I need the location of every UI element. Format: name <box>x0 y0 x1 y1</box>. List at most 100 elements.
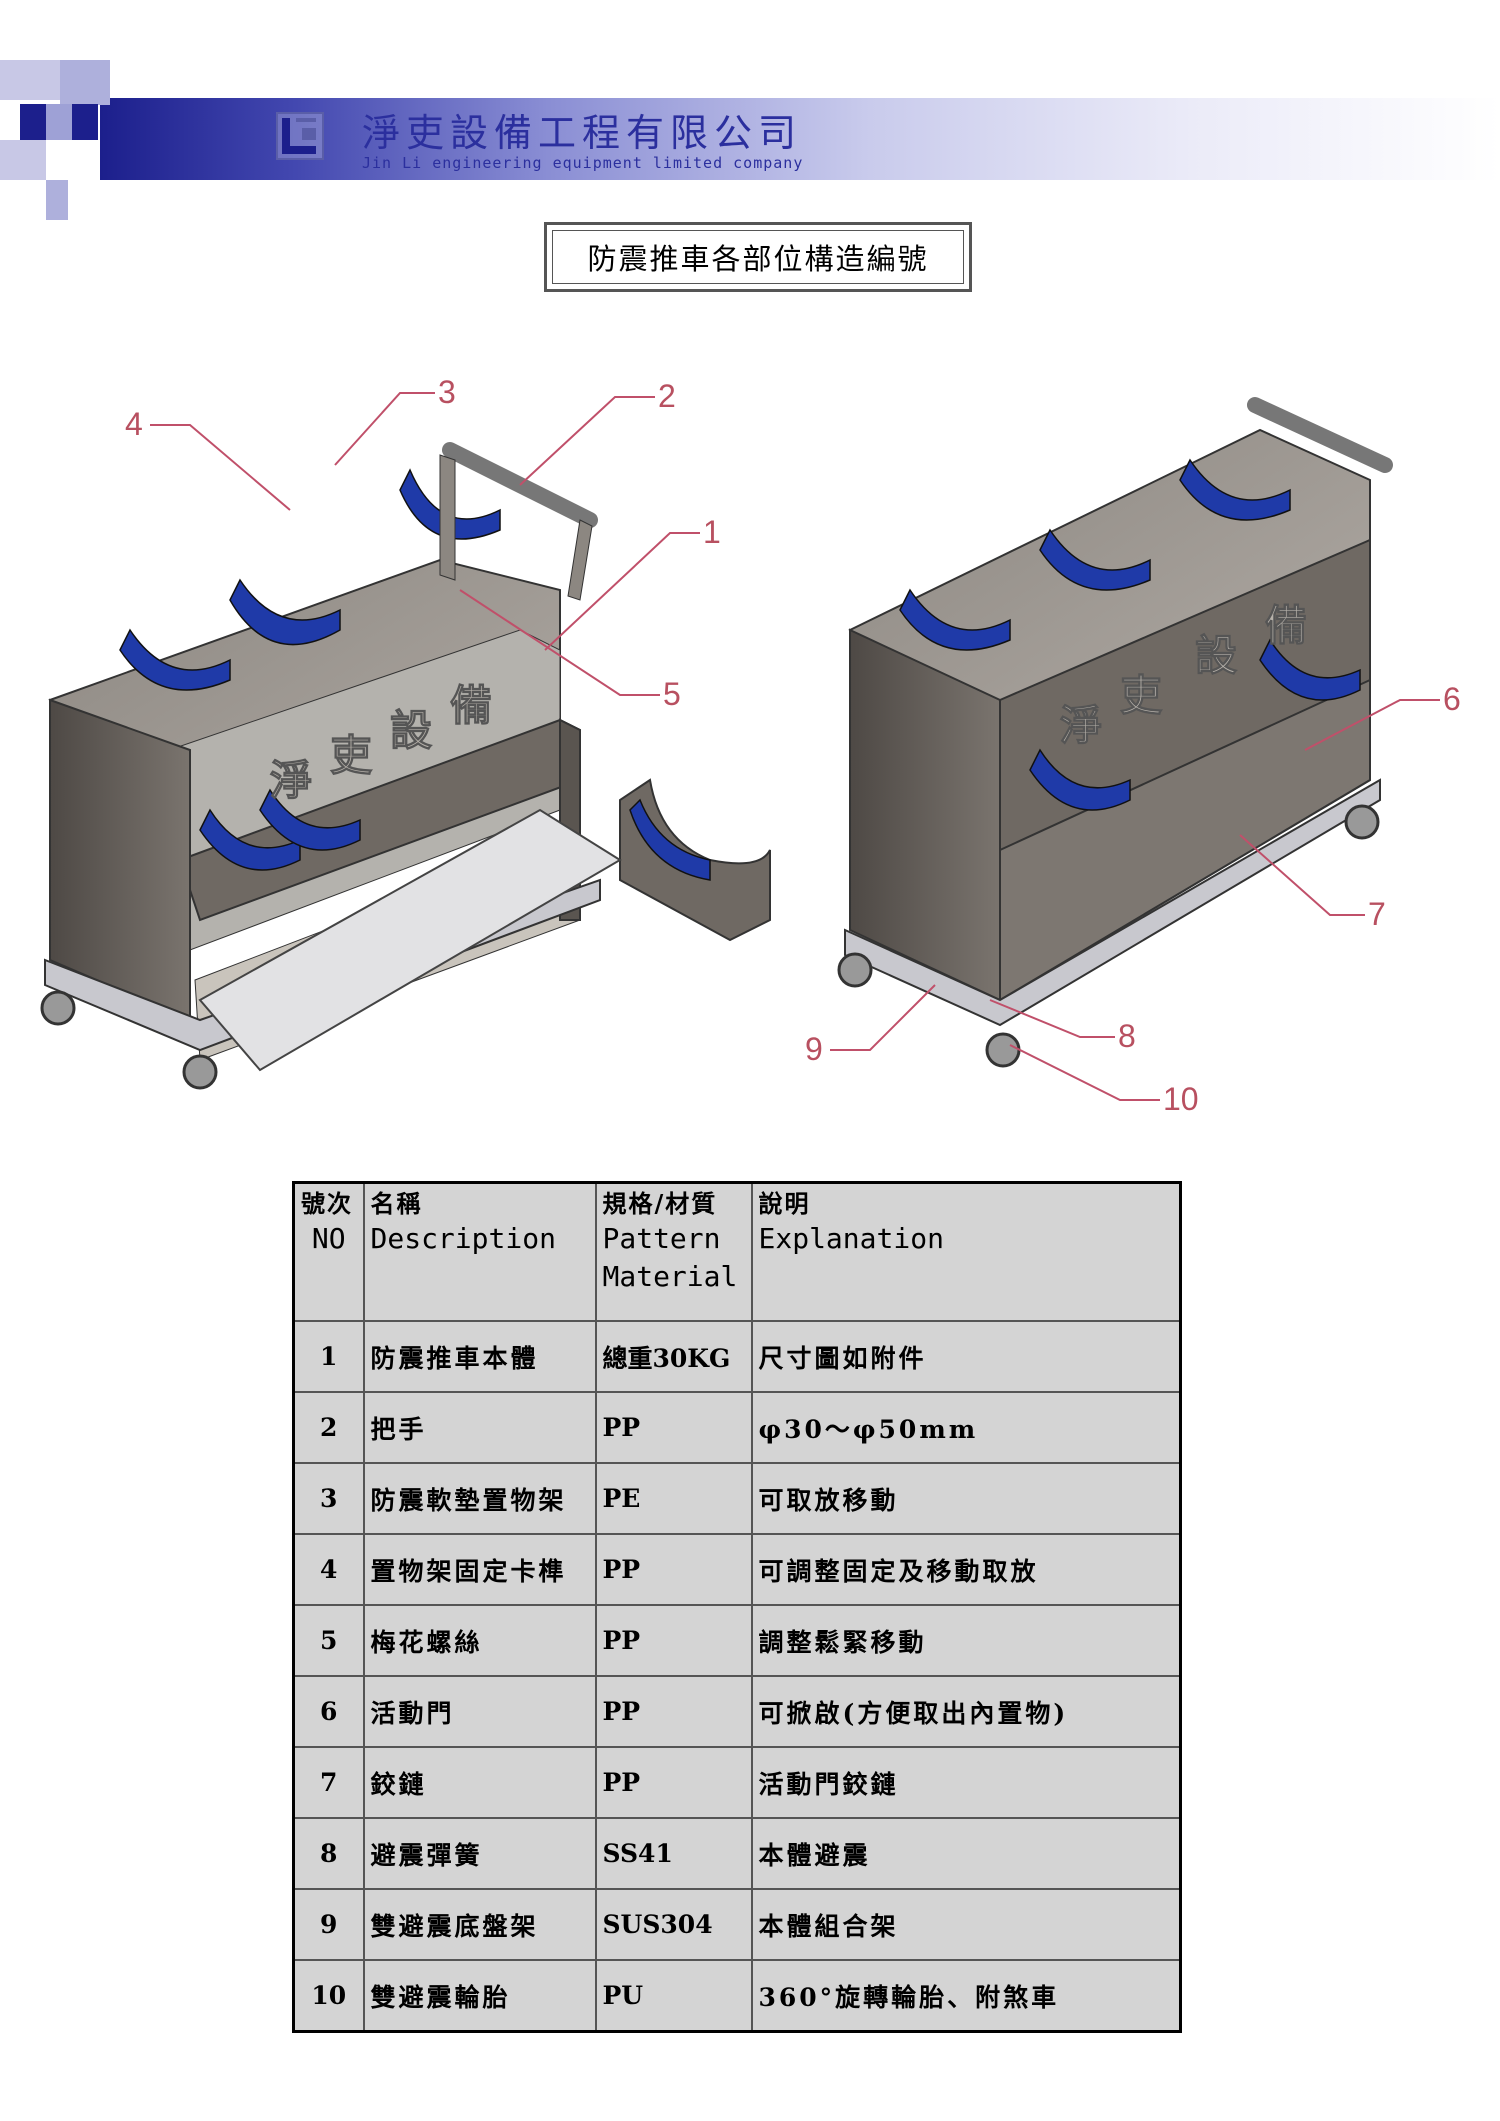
header-square <box>46 180 68 220</box>
callout-line-5 <box>459 589 660 696</box>
table-row: 4 置物架固定卡榫 PP 可調整固定及移動取放 <box>292 1533 1182 1606</box>
cell-no: 8 <box>292 1817 365 1890</box>
cell-material: PP <box>594 1675 753 1748</box>
page-header: 淨吏設備工程有限公司 Jin Li engineering equipment … <box>0 0 1500 230</box>
header-material-cn: 規格/材質 <box>602 1189 718 1218</box>
callout-number: 4 <box>125 406 143 442</box>
table-row: 3 防震軟墊置物架 PE 可取放移動 <box>292 1462 1182 1535</box>
callout-number: 9 <box>805 1031 823 1067</box>
cart-open-view <box>40 442 771 1090</box>
callout-line-2 <box>519 396 655 486</box>
cell-material: PP <box>594 1604 753 1677</box>
cell-explanation: 調整鬆緊移動 <box>750 1604 1182 1677</box>
callout-number: 2 <box>658 378 676 414</box>
cell-no: 2 <box>292 1391 365 1464</box>
header-no: 號次 NO <box>292 1181 365 1322</box>
cell-name: 活動門 <box>362 1675 597 1748</box>
callout-line-9 <box>830 984 936 1051</box>
cell-no: 1 <box>292 1320 365 1393</box>
table-row: 9 雙避震底盤架 SUS304 本體組合架 <box>292 1888 1182 1961</box>
cart-lettering: 吏 <box>1120 671 1163 720</box>
callout-number: 7 <box>1368 896 1386 932</box>
cell-explanation: 360°旋轉輪胎、附煞車 <box>750 1959 1182 2033</box>
cell-no: 4 <box>292 1533 365 1606</box>
cart-diagram: 淨 吏 設 備 淨 吏 設 備 1 2 3 4 5 6 7 <box>0 360 1500 1140</box>
cell-no: 10 <box>292 1959 365 2033</box>
header-material: 規格/材質 Pattern Material <box>594 1181 753 1322</box>
company-logo-icon <box>276 112 324 160</box>
cell-name: 雙避震輪胎 <box>362 1959 597 2033</box>
spec-table: 號次 NO 名稱 Description 規格/材質 Pattern Mater… <box>292 1181 1182 2033</box>
cell-no: 6 <box>292 1675 365 1748</box>
header-square <box>72 104 98 140</box>
cart-lettering: 設 <box>1195 631 1237 680</box>
cell-material: 總重30KG <box>594 1320 753 1393</box>
cell-name: 避震彈簧 <box>362 1817 597 1890</box>
cart-lettering: 淨 <box>1060 701 1102 750</box>
cell-name: 雙避震底盤架 <box>362 1888 597 1961</box>
callout-number: 3 <box>438 374 456 410</box>
table-row: 2 把手 PP φ30～φ50mm <box>292 1391 1182 1464</box>
header-square <box>0 60 60 100</box>
header-no-en: NO <box>311 1222 346 1255</box>
cart-closed-view <box>837 397 1393 1068</box>
table-row: 7 鉸鏈 PP 活動門鉸鏈 <box>292 1746 1182 1819</box>
cell-no: 7 <box>292 1746 365 1819</box>
cart-illustration: 淨 吏 設 備 淨 吏 設 備 1 2 3 4 5 6 7 <box>40 374 1461 1117</box>
cell-explanation: 本體組合架 <box>750 1888 1182 1961</box>
table-header-row: 號次 NO 名稱 Description 規格/材質 Pattern Mater… <box>292 1181 1182 1322</box>
cell-explanation: 本體避震 <box>750 1817 1182 1890</box>
cell-name: 防震推車本體 <box>362 1320 597 1393</box>
cell-explanation: 可取放移動 <box>750 1462 1182 1535</box>
company-name-cn: 淨吏設備工程有限公司 <box>362 111 803 155</box>
cell-explanation: 可掀啟(方便取出內置物) <box>750 1675 1182 1748</box>
callout-line-3 <box>334 392 435 466</box>
callout-line-10 <box>1009 1044 1160 1101</box>
table-row: 6 活動門 PP 可掀啟(方便取出內置物) <box>292 1675 1182 1748</box>
cell-explanation: 尺寸圖如附件 <box>750 1320 1182 1393</box>
cell-no: 9 <box>292 1888 365 1961</box>
table-row: 1 防震推車本體 總重30KG 尺寸圖如附件 <box>292 1320 1182 1393</box>
callout-lines <box>150 392 1440 1101</box>
callout-line-8 <box>989 999 1115 1038</box>
document-title-box: 防震推車各部位構造編號 <box>544 222 972 292</box>
cell-name: 把手 <box>362 1391 597 1464</box>
cart-lettering: 設 <box>390 706 432 755</box>
table-row: 5 梅花螺絲 PP 調整鬆緊移動 <box>292 1604 1182 1677</box>
header-square <box>20 104 46 140</box>
callout-number: 6 <box>1443 681 1461 717</box>
header-description-en: Description <box>370 1222 556 1255</box>
company-name-en: Jin Li engineering equipment limited com… <box>362 154 804 172</box>
cart-lettering: 淨 <box>270 756 312 805</box>
callout-number: 8 <box>1118 1018 1136 1054</box>
header-description: 名稱 Description <box>362 1181 597 1322</box>
callout-line-1 <box>544 532 700 651</box>
cart-lettering: 備 <box>450 681 492 730</box>
header-square <box>46 104 72 140</box>
callout-line-6 <box>1304 699 1440 751</box>
header-no-cn: 號次 <box>301 1189 353 1218</box>
cell-explanation: φ30～φ50mm <box>750 1391 1182 1464</box>
table-row: 8 避震彈簧 SS41 本體避震 <box>292 1817 1182 1890</box>
callout-number: 5 <box>663 676 681 712</box>
cell-name: 置物架固定卡榫 <box>362 1533 597 1606</box>
cell-material: PP <box>594 1533 753 1606</box>
cell-no: 3 <box>292 1462 365 1535</box>
header-description-cn: 名稱 <box>370 1189 423 1218</box>
callout-number: 10 <box>1163 1081 1199 1117</box>
cell-name: 梅花螺絲 <box>362 1604 597 1677</box>
cell-material: SUS304 <box>594 1888 753 1961</box>
cart-lettering: 備 <box>1265 601 1307 650</box>
callout-line-4 <box>150 424 291 511</box>
cell-no: 5 <box>292 1604 365 1677</box>
cell-material: PP <box>594 1391 753 1464</box>
cart-lettering: 吏 <box>330 731 373 780</box>
table-row: 10 雙避震輪胎 PU 360°旋轉輪胎、附煞車 <box>292 1959 1182 2033</box>
header-explanation-cn: 說明 <box>758 1189 811 1218</box>
cell-name: 鉸鏈 <box>362 1746 597 1819</box>
document-title: 防震推車各部位構造編號 <box>552 230 964 284</box>
cell-material: PP <box>594 1746 753 1819</box>
header-square <box>0 140 46 180</box>
cell-material: PU <box>594 1959 753 2033</box>
cell-material: SS41 <box>594 1817 753 1890</box>
